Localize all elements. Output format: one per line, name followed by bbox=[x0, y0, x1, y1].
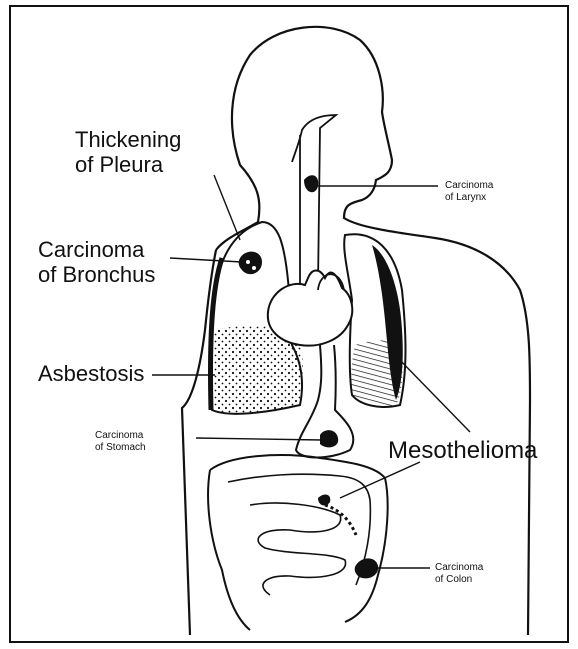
larynx-tumor bbox=[304, 175, 318, 192]
label-thickening-of-pleura: Thickening of Pleura bbox=[75, 128, 181, 177]
leader-mesothelioma-1 bbox=[395, 355, 470, 432]
peritoneal-nodule bbox=[318, 495, 330, 506]
label-mesothelioma: Mesothelioma bbox=[388, 438, 537, 465]
leader-mesothelioma-2 bbox=[340, 462, 420, 498]
leader-pleura bbox=[214, 175, 240, 240]
small-intestine bbox=[250, 503, 346, 595]
stomach-tumor bbox=[320, 430, 338, 447]
leader-stomach bbox=[196, 438, 322, 440]
colon-inner bbox=[228, 474, 370, 585]
trachea bbox=[292, 115, 336, 285]
label-carcinoma-of-bronchus: Carcinoma of Bronchus bbox=[38, 238, 155, 287]
label-asbestosis: Asbestosis bbox=[38, 362, 144, 387]
pleural-plaque bbox=[351, 340, 403, 406]
colon-tumor bbox=[355, 558, 379, 578]
label-carcinoma-of-stomach: Carcinoma of Stomach bbox=[95, 430, 146, 453]
label-carcinoma-of-larynx: Carcinoma of Larynx bbox=[445, 180, 493, 203]
label-carcinoma-of-colon: Carcinoma of Colon bbox=[435, 562, 483, 585]
